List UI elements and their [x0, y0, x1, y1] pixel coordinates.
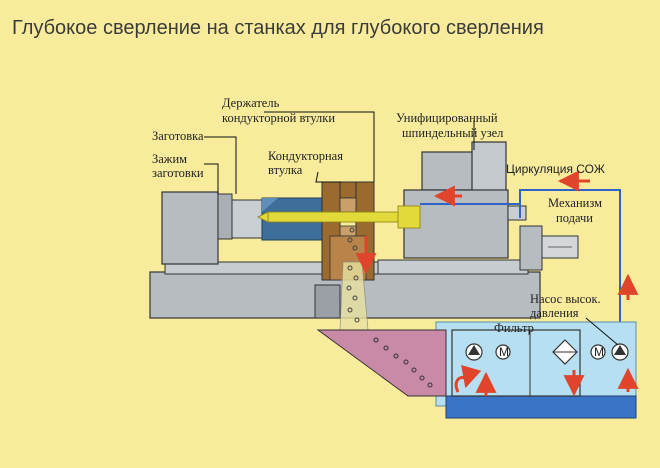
label-workpiece: Заготовка [152, 129, 204, 143]
low-pressure-pump [465, 343, 511, 361]
feed-mechanism [519, 225, 579, 271]
label-clamp-line1: Зажим [152, 152, 187, 166]
workpiece-clamp [231, 199, 263, 239]
drill [257, 205, 421, 229]
filter-box [451, 329, 581, 397]
flow-arrows [355, 170, 639, 397]
high-pressure-pump [590, 343, 629, 361]
label-pump-line2: давления [530, 306, 579, 320]
label-bush-line1: Кондукторная [268, 149, 343, 163]
label-bush-line2: втулка [268, 163, 303, 177]
motor-symbol-right: M [594, 345, 604, 359]
label-bush-holder-line2: кондукторной втулки [222, 111, 335, 125]
label-spindle-line1: Унифицированный [396, 111, 498, 125]
label-feed-line2: подачи [556, 211, 593, 225]
label-pump-line1: Насос высок. [530, 292, 601, 306]
label-spindle-line2: шпиндельный узел [402, 126, 503, 140]
filter-element [552, 339, 578, 365]
spindle-unit [377, 141, 529, 275]
coolant-tank [435, 321, 637, 419]
label-coolant: Циркуляция СОЖ [506, 162, 605, 176]
headstock [161, 191, 233, 265]
coolant-line [420, 189, 621, 395]
diagram-title: Глубокое сверление на станках для глубок… [12, 17, 544, 39]
chip-hopper [316, 329, 447, 397]
motor-symbol-left: M [499, 345, 509, 359]
leader-lines [204, 111, 619, 346]
label-filter: Фильтр [494, 321, 534, 335]
label-bush-holder-line1: Держатель [222, 96, 280, 110]
label-clamp-line2: заготовки [152, 166, 204, 180]
label-feed-line1: Механизм [548, 196, 602, 210]
